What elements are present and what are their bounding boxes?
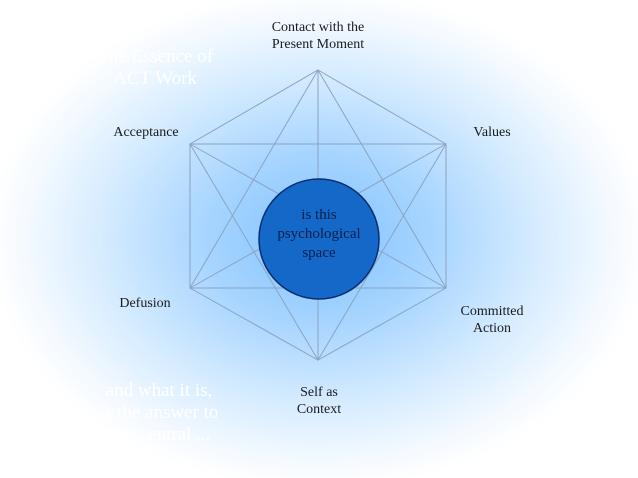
node-committed-action: Committed Action (460, 304, 524, 336)
node-self-as-context: Self as Context (296, 385, 342, 417)
overlay-title: The Essence of ACT Work (96, 46, 214, 89)
node-contact-present-moment: Contact with the Present Moment (271, 20, 365, 52)
node-acceptance: Acceptance (113, 125, 179, 140)
overlay-bottom-text: and what it is, is the answer to this ce… (99, 380, 219, 445)
node-defusion: Defusion (119, 296, 171, 311)
center-label: is this psychological space (277, 207, 361, 261)
center-circle (258, 178, 380, 300)
node-values: Values (473, 125, 511, 140)
